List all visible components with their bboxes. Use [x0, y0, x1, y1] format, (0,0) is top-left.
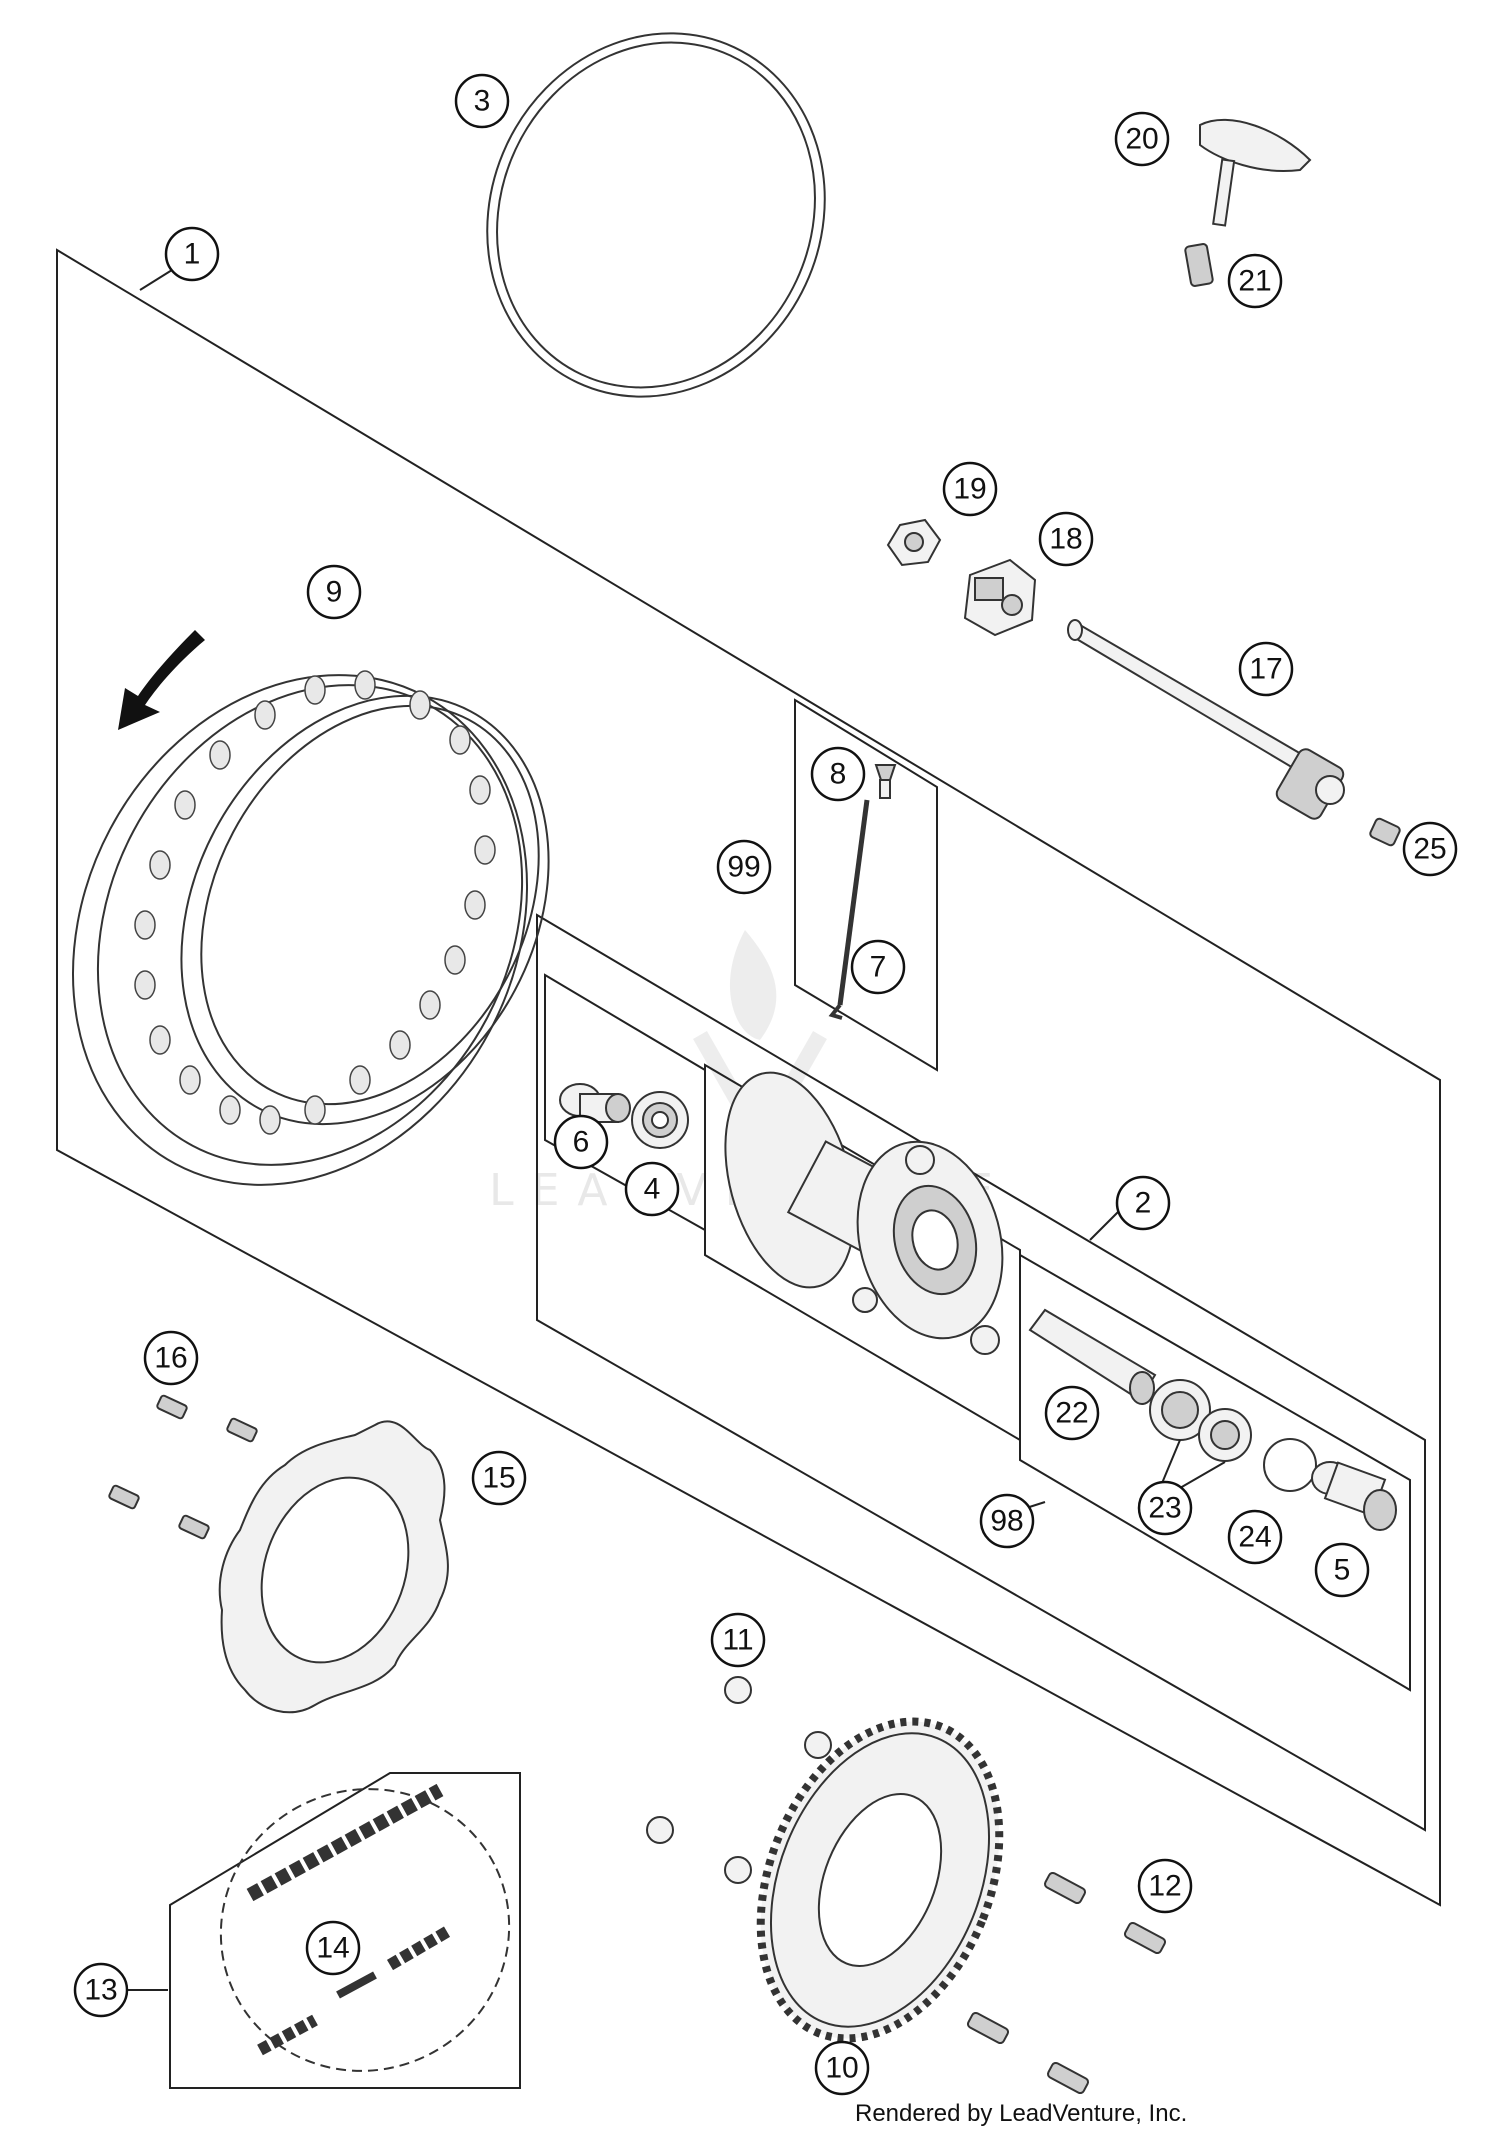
- svg-text:3: 3: [474, 85, 491, 118]
- rear-sprocket: [756, 1717, 1004, 2043]
- brake-disc: [218, 1420, 449, 1714]
- callout-14: 14: [305, 1920, 361, 1976]
- axle-screw: [1369, 817, 1401, 847]
- svg-text:19: 19: [953, 473, 986, 506]
- callout-19: 19: [942, 461, 998, 517]
- callout-20: 20: [1114, 111, 1170, 167]
- brake-disc-screws: [108, 1394, 258, 1540]
- svg-text:1: 1: [184, 238, 201, 271]
- drive-chain: [219, 1783, 511, 2072]
- callout-5: 5: [1314, 1542, 1370, 1598]
- svg-text:7: 7: [870, 951, 887, 984]
- callout-6: 6: [553, 1114, 609, 1170]
- svg-text:8: 8: [830, 758, 847, 791]
- svg-text:16: 16: [154, 1342, 187, 1375]
- svg-text:5: 5: [1334, 1554, 1351, 1587]
- rotation-arrow-icon: [118, 630, 205, 730]
- callout-4: 4: [624, 1161, 680, 1217]
- wheel-axle: [1067, 619, 1345, 820]
- axle-nut: [886, 518, 942, 567]
- svg-text:23: 23: [1148, 1492, 1181, 1525]
- distance-bushing: [1311, 1461, 1397, 1531]
- valve-insert: [1184, 243, 1214, 287]
- spoke-kit-box: [794, 698, 938, 1072]
- svg-text:9: 9: [326, 576, 343, 609]
- circlip: [1263, 1438, 1317, 1492]
- chain-kit-box: [169, 1772, 521, 2089]
- rim: [72, 670, 550, 1186]
- callout-7: 7: [850, 939, 906, 995]
- callout-23: 23: [1137, 1480, 1193, 1536]
- callout-3: 3: [454, 73, 510, 129]
- wheel-assembly-outline: [56, 248, 1441, 1907]
- svg-text:24: 24: [1238, 1521, 1271, 1554]
- svg-text:12: 12: [1148, 1870, 1181, 1903]
- radial-bearing-left: [631, 1091, 689, 1149]
- spacer-sleeve: [1028, 1308, 1157, 1405]
- callout-9: 9: [306, 564, 362, 620]
- callout-16: 16: [143, 1330, 199, 1386]
- svg-text:13: 13: [84, 1974, 117, 2007]
- tire: [486, 32, 826, 398]
- svg-text:15: 15: [482, 1462, 515, 1495]
- callout-21: 21: [1227, 253, 1283, 309]
- bearing-kit-box: [1019, 1253, 1411, 1692]
- callout-17: 17: [1238, 641, 1294, 697]
- hub-assembly-outline: [536, 913, 1426, 1832]
- callout-2: 2: [1115, 1175, 1171, 1231]
- callout-25: 25: [1402, 821, 1458, 877]
- leader-lines: [127, 269, 1226, 1991]
- svg-text:20: 20: [1125, 123, 1158, 156]
- callout-11: 11: [710, 1612, 766, 1668]
- svg-text:6: 6: [573, 1126, 590, 1159]
- callout-98: 98: [979, 1493, 1035, 1549]
- svg-text:4: 4: [644, 1173, 661, 1206]
- callout-13: 13: [73, 1962, 129, 2018]
- valve-cap: [1199, 118, 1312, 227]
- distance-sleeve: [559, 1083, 631, 1123]
- callout-12: 12: [1137, 1858, 1193, 1914]
- callout-24: 24: [1227, 1509, 1283, 1565]
- render-credit: Rendered by LeadVenture, Inc.: [855, 2100, 1188, 2127]
- svg-text:11: 11: [722, 1624, 753, 1657]
- svg-text:22: 22: [1055, 1397, 1088, 1430]
- rear-hub: [724, 1071, 1004, 1355]
- svg-text:21: 21: [1238, 265, 1271, 298]
- spoke: [828, 799, 870, 1020]
- callout-99: 99: [716, 839, 772, 895]
- callout-10: 10: [814, 2040, 870, 2096]
- svg-text:2: 2: [1135, 1187, 1152, 1220]
- svg-text:18: 18: [1049, 523, 1082, 556]
- callout-18: 18: [1038, 511, 1094, 567]
- spoke-nipple: [874, 764, 897, 799]
- svg-text:99: 99: [727, 851, 760, 884]
- callout-22: 22: [1044, 1385, 1100, 1441]
- radial-bearing-right: [1149, 1379, 1252, 1462]
- chain-adjuster: [963, 558, 1037, 637]
- sprocket-bolts: [966, 1871, 1167, 2095]
- callout-1: 1: [164, 226, 220, 282]
- svg-text:98: 98: [990, 1505, 1023, 1538]
- svg-text:25: 25: [1413, 833, 1446, 866]
- svg-text:10: 10: [825, 2052, 858, 2085]
- svg-text:17: 17: [1249, 653, 1282, 686]
- callout-15: 15: [471, 1450, 527, 1506]
- svg-text:14: 14: [316, 1932, 349, 1965]
- sprocket-nuts: [646, 1676, 832, 1884]
- callout-8: 8: [810, 746, 866, 802]
